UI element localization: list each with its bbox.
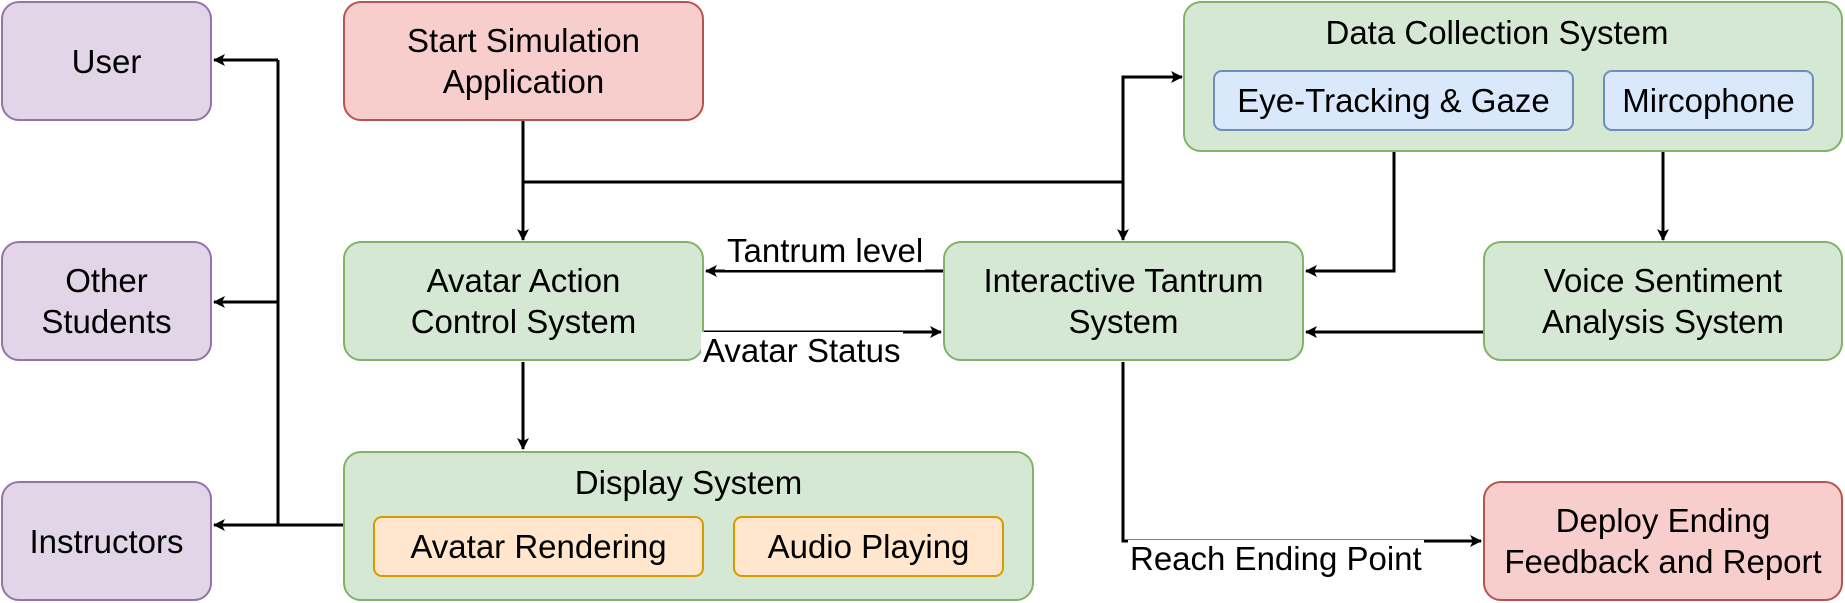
- instructors-node: [1, 481, 212, 601]
- avatar-action-label: Avatar Action Control System: [410, 262, 637, 340]
- data-collection-title: Data Collection System: [1325, 13, 1669, 51]
- tantrum-level-label: Tantrum level: [725, 232, 926, 270]
- instructors-label: Instructors: [29, 522, 184, 560]
- edge-branch-to-data-collection: [1121, 71, 1183, 182]
- avatar-action-node: [343, 241, 704, 361]
- other-students-node: [1, 241, 212, 361]
- start-simulation-label: Start Simulation Application: [407, 22, 640, 100]
- audio-playing-label: Audio Playing: [767, 528, 970, 565]
- eye-tracking-label: Eye-Tracking & Gaze: [1237, 82, 1550, 119]
- audio-playing-node: [733, 516, 1004, 577]
- start-simulation-node: [343, 1, 704, 121]
- avatar-rendering-node: [373, 516, 704, 577]
- interactive-tantrum-label: Interactive Tantrum System: [983, 262, 1264, 340]
- eye-tracking-node: [1213, 70, 1574, 131]
- reach-ending-label: Reach Ending Point: [1128, 540, 1424, 578]
- deploy-ending-label: Deploy Ending Feedback and Report: [1504, 502, 1822, 580]
- avatar-rendering-label: Avatar Rendering: [410, 528, 667, 565]
- voice-sentiment-label: Voice Sentiment Analysis System: [1541, 262, 1785, 340]
- voice-sentiment-node: [1483, 241, 1843, 361]
- microphone-node: [1603, 70, 1814, 131]
- interactive-tantrum-node: [943, 241, 1304, 361]
- edge-interactive-to-ending: [1121, 362, 1482, 547]
- microphone-label: Mircophone: [1622, 82, 1795, 119]
- user-node: [1, 1, 212, 121]
- avatar-status-label: Avatar Status: [701, 332, 903, 370]
- edge-eyetracking-to-interactive: [1305, 152, 1396, 277]
- display-system-title: Display System: [574, 463, 803, 501]
- deploy-ending-node: [1483, 481, 1843, 601]
- other-students-label: Other Students: [41, 262, 172, 340]
- user-label: User: [71, 42, 142, 80]
